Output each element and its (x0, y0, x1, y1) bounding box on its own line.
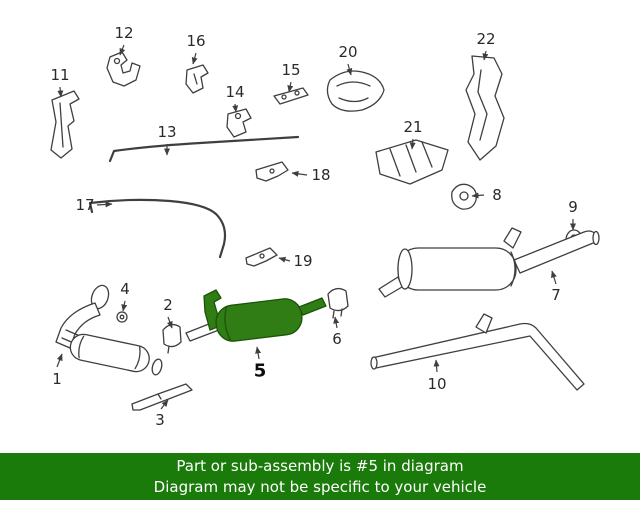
part-11-bracket (50, 90, 80, 159)
callout-12: 12 (114, 24, 134, 42)
callout-9: 9 (568, 198, 578, 216)
callout-13: 13 (157, 123, 177, 141)
part-22-heat-shield (465, 55, 505, 161)
callout-8: 8 (492, 186, 502, 204)
part-19-bracket (245, 247, 278, 267)
callout-19: 19 (293, 252, 313, 270)
part-6-clamp (327, 287, 349, 319)
availability-banner: Part or sub-assembly is #5 in diagram Di… (0, 453, 640, 500)
callout-6: 6 (332, 330, 342, 348)
part-3-bracket (131, 383, 193, 411)
part-1-front-pipe (55, 284, 163, 376)
callout-11: 11 (50, 66, 70, 84)
callout-4: 4 (120, 280, 130, 298)
part-8-hanger (451, 183, 477, 210)
callout-5-highlighted: 5 (253, 360, 267, 382)
callout-10: 10 (427, 375, 447, 393)
part-4-hanger (116, 311, 128, 323)
part-20-heat-shield (326, 70, 385, 112)
callout-arrows (56, 44, 576, 410)
part-21-heat-shield (375, 139, 449, 185)
part-5-muffler-highlighted (203, 289, 327, 342)
callout-17: 17 (75, 196, 95, 214)
callout-1: 1 (52, 370, 62, 388)
callout-22: 22 (476, 30, 496, 48)
callout-18: 18 (311, 166, 331, 184)
callout-21: 21 (403, 118, 423, 136)
part-17-hanger-rod (88, 198, 227, 259)
callout-16: 16 (186, 32, 206, 50)
banner-line1: Part or sub-assembly is #5 in diagram (176, 457, 464, 475)
callout-2: 2 (163, 296, 173, 314)
part-16-bracket (185, 64, 209, 94)
part-12-bracket (106, 51, 141, 87)
callout-14: 14 (225, 83, 245, 101)
callout-7: 7 (551, 286, 561, 304)
callout-3: 3 (155, 411, 165, 429)
part-18-bracket (255, 161, 289, 182)
callout-20: 20 (338, 43, 358, 61)
part-15-plate (273, 87, 309, 105)
callout-15: 15 (281, 61, 301, 79)
part-13-hanger-rod (108, 135, 300, 163)
part-2-clamp (162, 323, 182, 354)
part-14-bracket (226, 108, 252, 138)
part-10-pipe (370, 313, 585, 391)
banner-line2: Diagram may not be specific to your vehi… (153, 478, 487, 496)
part-7-rear-muffler (378, 227, 600, 298)
